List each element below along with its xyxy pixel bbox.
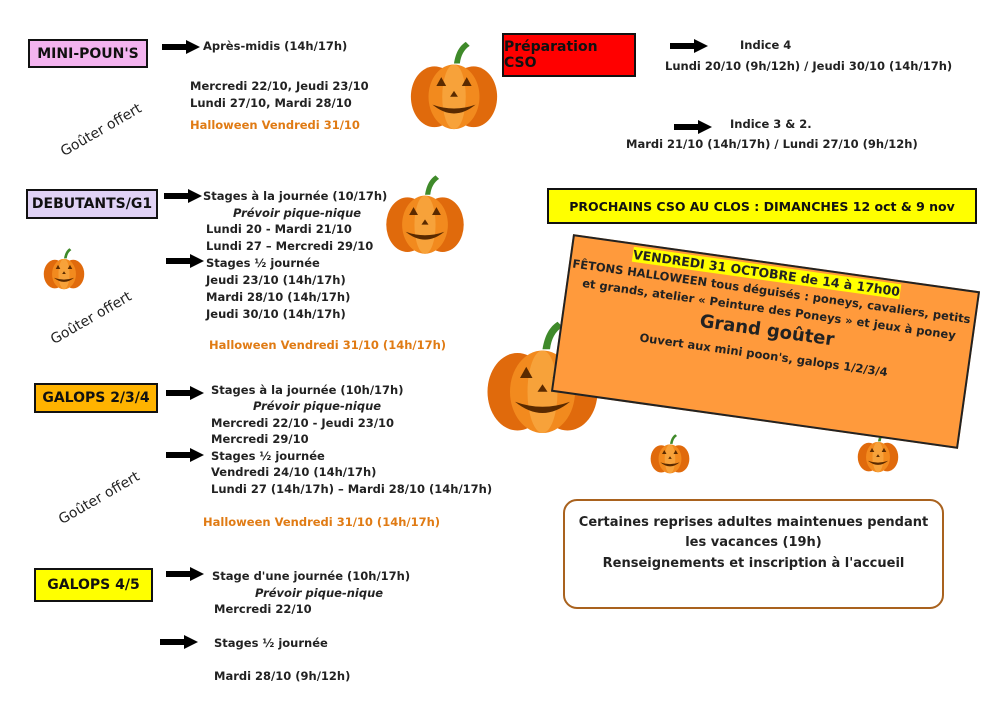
galops-45-demi-1: Mardi 28/10 (9h/12h): [214, 669, 351, 683]
pumpkin-icon: [405, 40, 503, 132]
galops-234-stage-demi: Stages ½ journée: [211, 449, 325, 463]
adultes-line-1: Certaines reprises adultes maintenues pe…: [578, 515, 929, 530]
pumpkin-icon: [41, 247, 87, 291]
galops-234-stage-journee: Stages à la journée (10h/17h): [211, 383, 404, 397]
galops-45-pique-nique: Prévoir pique-nique: [255, 586, 384, 600]
arrow-icon: [166, 448, 204, 462]
halloween-box: VENDREDI 31 OCTOBRE de 14 à 17h00 FÊTONS…: [550, 234, 981, 449]
debutants-stage-journee: Stages à la journée (10/17h): [203, 189, 388, 203]
cso-indice-3-2-dates: Mardi 21/10 (14h/17h) / Lundi 27/10 (9h/…: [626, 137, 918, 151]
galops-45-stage-demi: Stages ½ journée: [214, 636, 328, 650]
arrow-icon: [160, 635, 198, 649]
arrow-icon: [166, 386, 204, 400]
debutants-demi-1: Jeudi 23/10 (14h/17h): [206, 273, 346, 287]
debutants-stage-demi: Stages ½ journée: [206, 256, 320, 270]
arrow-icon: [162, 40, 200, 54]
prochains-cso-banner: PROCHAINS CSO AU CLOS : DIMANCHES 12 oct…: [547, 188, 977, 224]
pumpkin-icon: [381, 172, 469, 258]
arrow-icon: [166, 567, 204, 581]
debutants-demi-3: Jeudi 30/10 (14h/17h): [206, 307, 346, 321]
arrow-icon: [670, 39, 708, 53]
debutants-gouter-offert: Goûter offert: [48, 288, 135, 348]
cso-indice-4: Indice 4: [740, 38, 792, 52]
galops-234-line-1: Mercredi 22/10 - Jeudi 23/10: [211, 416, 395, 430]
debutants-pique-nique: Prévoir pique-nique: [233, 206, 362, 220]
preparation-cso-label: Préparation CSO: [502, 33, 636, 77]
cso-indice-4-dates: Lundi 20/10 (9h/12h) / Jeudi 30/10 (14h/…: [665, 59, 953, 73]
galops-234-label: GALOPS 2/3/4: [34, 383, 158, 413]
debutants-label: DEBUTANTS/G1: [26, 189, 158, 219]
adultes-line-2: les vacances (19h): [685, 535, 822, 550]
galops-45-line-1: Mercredi 22/10: [214, 602, 312, 616]
galops-234-line-2: Mercredi 29/10: [211, 432, 309, 446]
galops-234-gouter-offert: Goûter offert: [56, 468, 143, 528]
cso-indice-3-2: Indice 3 & 2.: [730, 117, 812, 131]
debutants-halloween: Halloween Vendredi 31/10 (14h/17h): [209, 338, 447, 352]
galops-45-label: GALOPS 4/5: [34, 568, 153, 602]
galops-45-stage-journee: Stage d'une journée (10h/17h): [212, 569, 411, 583]
mini-halloween: Halloween Vendredi 31/10: [190, 118, 360, 132]
arrow-icon: [166, 254, 204, 268]
arrow-icon: [674, 120, 712, 134]
galops-234-pique-nique: Prévoir pique-nique: [253, 399, 382, 413]
galops-234-demi-1: Vendredi 24/10 (14h/17h): [211, 465, 377, 479]
debutants-line-1: Lundi 20 - Mardi 21/10: [206, 222, 352, 236]
arrow-icon: [164, 189, 202, 203]
adultes-box: Certaines reprises adultes maintenues pe…: [563, 499, 944, 609]
adultes-line-3: Renseignements et inscription à l'accuei…: [602, 556, 905, 571]
pumpkin-icon: [648, 433, 692, 475]
debutants-demi-2: Mardi 28/10 (14h/17h): [206, 290, 351, 304]
debutants-line-2: Lundi 27 – Mercredi 29/10: [206, 239, 374, 253]
mini-dates-1: Mercredi 22/10, Jeudi 23/10: [190, 79, 369, 93]
mini-gouter-offert: Goûter offert: [58, 100, 145, 160]
mini-pouns-label: MINI-POUN'S: [28, 39, 148, 68]
mini-dates-2: Lundi 27/10, Mardi 28/10: [190, 96, 352, 110]
galops-234-demi-2: Lundi 27 (14h/17h) – Mardi 28/10 (14h/17…: [211, 482, 493, 496]
mini-afternoons: Après-midis (14h/17h): [203, 39, 348, 53]
galops-234-halloween: Halloween Vendredi 31/10 (14h/17h): [203, 515, 441, 529]
